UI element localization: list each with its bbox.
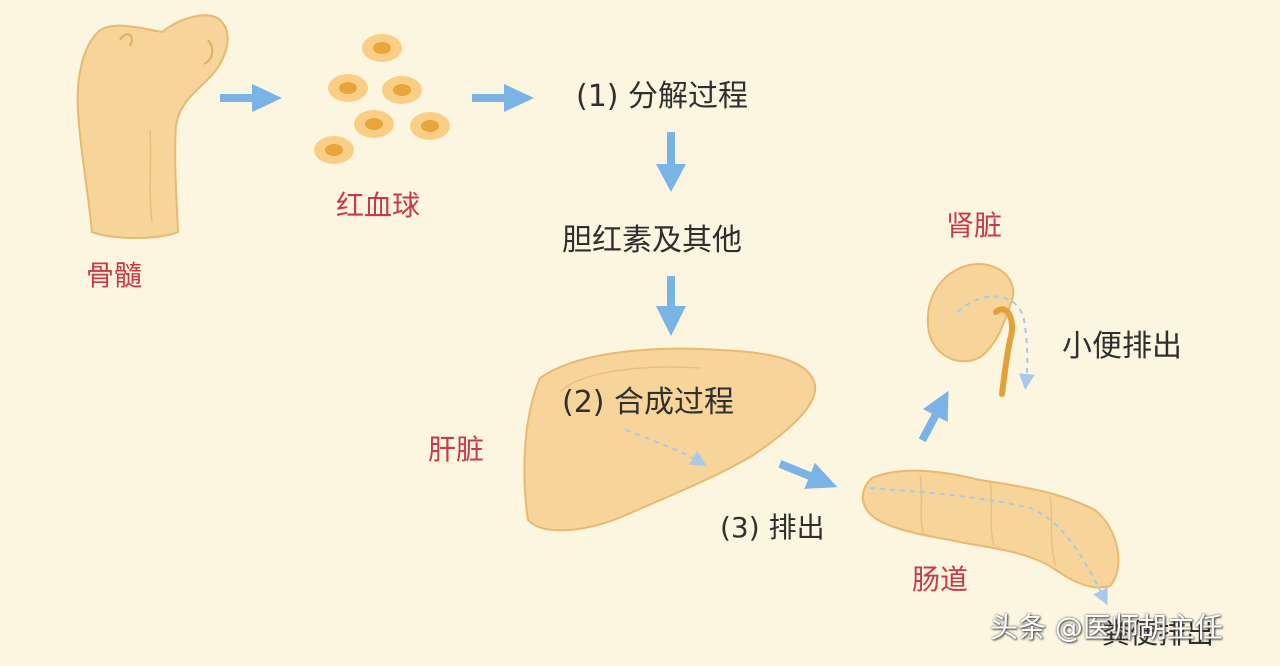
excretion-step-label: (3) 排出 xyxy=(720,511,825,544)
liver-label: 肝脏 xyxy=(428,433,485,466)
arrow-liver-to-intestine-icon xyxy=(778,460,838,489)
feces-excretion-label: 粪便排出 xyxy=(1102,617,1215,650)
flow-arrows xyxy=(220,84,949,489)
arrow-rbc-to-decomposition-icon xyxy=(472,84,534,112)
bone-marrow-illustration xyxy=(76,14,229,239)
arrow-bilirubin-to-liver-icon xyxy=(656,276,686,336)
intestine-illustration xyxy=(862,469,1120,606)
arrow-decomposition-to-bilirubin-icon xyxy=(656,132,686,192)
urine-excretion-label: 小便排出 xyxy=(1062,329,1182,364)
decomposition-step-label: (1) 分解过程 xyxy=(576,79,749,114)
watermark-text: 头条 @医师胡主任 xyxy=(990,611,1223,644)
red-blood-cells-illustration xyxy=(314,34,450,164)
kidney-label: 肾脏 xyxy=(946,209,1003,242)
bone-marrow-label: 骨髓 xyxy=(86,259,143,292)
arrow-intestine-to-kidney-icon xyxy=(918,390,949,443)
red-blood-cells-label: 红血球 xyxy=(336,189,421,222)
arrow-bone-to-rbc-icon xyxy=(220,84,282,112)
synthesis-step-label: (2) 合成过程 xyxy=(562,385,735,420)
bilirubin-label: 胆红素及其他 xyxy=(562,223,742,258)
liver-illustration xyxy=(523,347,817,532)
intestine-label: 肠道 xyxy=(912,563,969,596)
kidney-illustration xyxy=(926,263,1035,397)
